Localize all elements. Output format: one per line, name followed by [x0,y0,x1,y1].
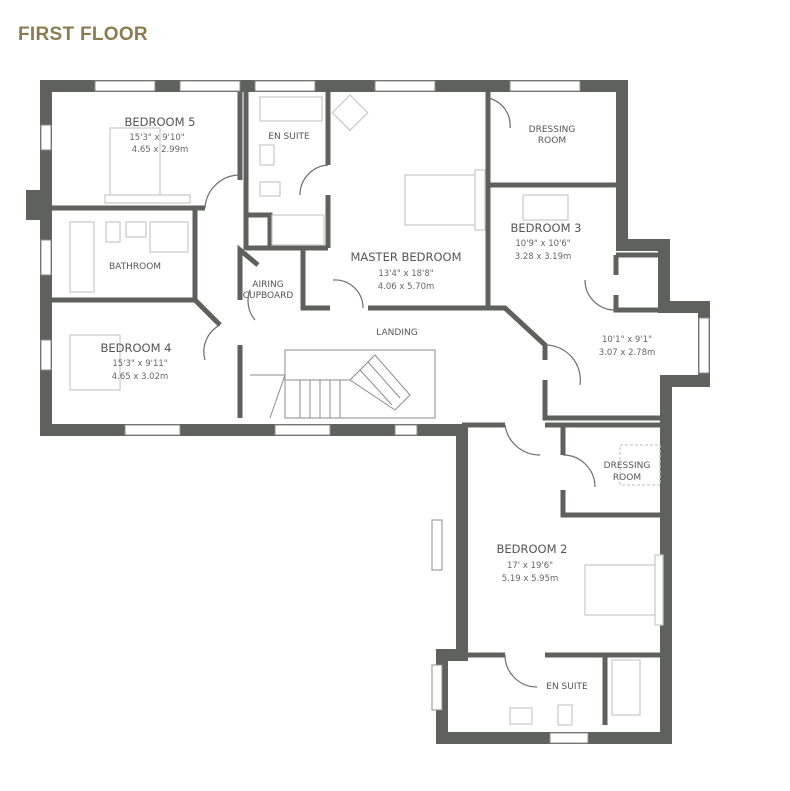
room-name-airing-cupboard-line1: AIRING [252,280,283,290]
room-name-dressing-room-2-line2: ROOM [613,473,641,483]
room-name-bedroom-5: BEDROOM 5 [125,115,196,129]
room-dims-imperial-master: 13'4" x 18'8" [378,269,433,279]
staircase [250,349,436,419]
room-dims-imperial-bedroom-5: 15'3" x 9'10" [129,133,184,143]
room-name-airing-cupboard-line2: CUPBOARD [243,291,294,301]
room-name-landing: LANDING [376,328,417,338]
chimney [26,190,42,220]
room-dims-imperial-bedroom-2: 17' x 19'6" [507,561,553,571]
room-name-bedroom-2: BEDROOM 2 [497,542,568,556]
windows [40,80,710,744]
floor-title: FIRST FLOOR [18,24,148,45]
room-name-master-bedroom: MASTER BEDROOM [350,250,461,264]
room-name-bedroom-3: BEDROOM 3 [511,221,582,235]
room-name-dressing-room-1-line2: ROOM [538,136,566,146]
room-dims-imperial-study: 10'1" x 9'1" [602,335,652,345]
room-name-dressing-room-2-line1: DRESSING [604,461,651,471]
exterior-wall [40,80,710,744]
room-dims-metric-bedroom-5: 4.65 x 2.99m [132,145,189,155]
interior-walls [52,92,666,725]
room-dims-metric-bedroom-3: 3.28 x 3.19m [515,252,572,262]
room-name-bathroom: BATHROOM [109,262,161,272]
furniture [69,94,664,726]
room-dims-metric-study: 3.07 x 2.78m [599,348,656,358]
room-dims-metric-bedroom-2: 5.19 x 5.95m [502,574,559,584]
room-name-dressing-room-1-line1: DRESSING [529,125,576,135]
room-name-bedroom-4: BEDROOM 4 [101,341,172,355]
room-name-en-suite-2: EN SUITE [546,682,588,692]
room-dims-imperial-bedroom-3: 10'9" x 10'6" [515,239,570,249]
door-swings [203,97,617,688]
room-dims-metric-bedroom-4: 4.65 x 3.02m [112,372,169,382]
room-dims-imperial-bedroom-4: 15'3" x 9'11" [112,359,167,369]
room-dims-metric-master: 4.06 x 5.70m [378,282,435,292]
room-name-en-suite: EN SUITE [268,132,310,142]
